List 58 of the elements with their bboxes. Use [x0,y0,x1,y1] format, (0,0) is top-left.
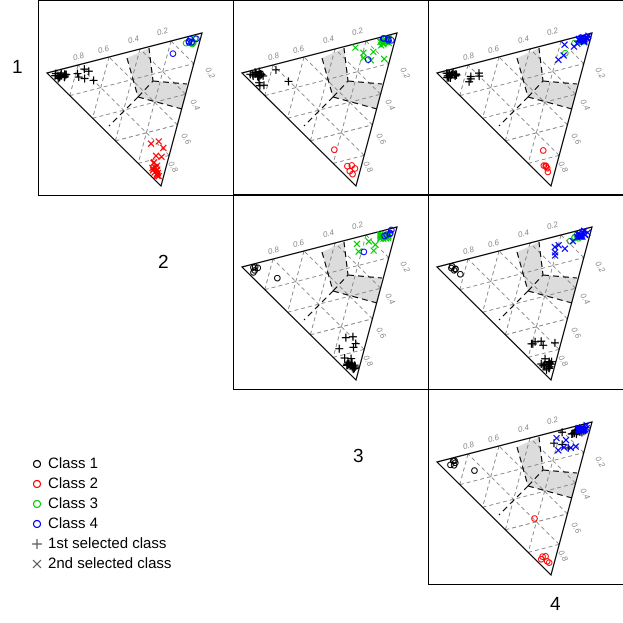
tick-label: 0.6 [179,132,192,146]
tick-label: 0.6 [569,132,582,146]
tick-label: 0.8 [556,549,569,563]
legend-label: 1st selected class [48,535,166,552]
tick-label: 0.4 [578,487,591,501]
tick-label: 0.6 [292,44,305,56]
tick-label: 0.2 [351,26,364,38]
tick-label: 0.4 [322,228,335,240]
tick-label: 0.8 [267,246,280,256]
tick-label: 0.2 [593,66,606,80]
tick-label: 0.2 [593,260,606,274]
tick-label: 0.4 [517,228,530,240]
tick-label: 0.2 [156,26,169,38]
tick-label: 0.4 [188,98,201,112]
tick-label: 0.8 [166,160,179,174]
tick-label: 0.4 [517,424,530,434]
tick-label: 0.8 [462,246,475,256]
tick-label: 0.2 [351,220,364,232]
tick-label: 0.6 [569,521,582,535]
tick-label: 0.2 [203,66,216,80]
tick-label: 0.8 [462,440,475,452]
tick-label: 0.4 [578,98,591,112]
tick-label: 0.6 [97,44,110,56]
tick-label: 0.6 [487,44,500,56]
tick-label: 0.8 [361,160,374,174]
tick-label: 0.8 [462,52,475,62]
legend-label: 2nd selected class [48,555,172,572]
panel-number: 3 [353,447,364,467]
tick-label: 0.2 [398,260,411,274]
panel-number: 1 [12,58,23,78]
panel-number: 4 [550,595,561,615]
tick-label: 0.2 [546,416,559,426]
legend-label: Class 1 [48,455,98,472]
tick-label: 0.4 [383,98,396,112]
tick-label: 0.2 [593,455,606,469]
panel-number: 2 [158,253,169,273]
legend-label: Class 2 [48,475,98,492]
tick-label: 0.4 [127,34,140,46]
tick-label: 0.4 [578,292,591,306]
tick-label: 0.8 [267,52,280,62]
tick-label: 0.2 [398,66,411,80]
tick-label: 0.2 [546,26,559,38]
tick-label: 0.6 [487,238,500,250]
tick-label: 0.8 [556,354,569,368]
tick-label: 0.6 [374,132,387,146]
tick-label: 0.8 [556,160,569,174]
tick-label: 0.4 [517,34,530,46]
tick-label: 0.4 [383,292,396,306]
tick-label: 0.8 [361,354,374,368]
tick-label: 0.6 [487,434,500,444]
tick-label: 0.6 [292,238,305,250]
legend-label: Class 3 [48,495,98,512]
tick-label: 0.8 [72,52,85,62]
tick-label: 0.2 [546,220,559,232]
tick-label: 0.6 [569,326,582,340]
tick-label: 0.6 [374,326,387,340]
tick-label: 0.4 [322,34,335,46]
legend-label: Class 4 [48,515,98,532]
